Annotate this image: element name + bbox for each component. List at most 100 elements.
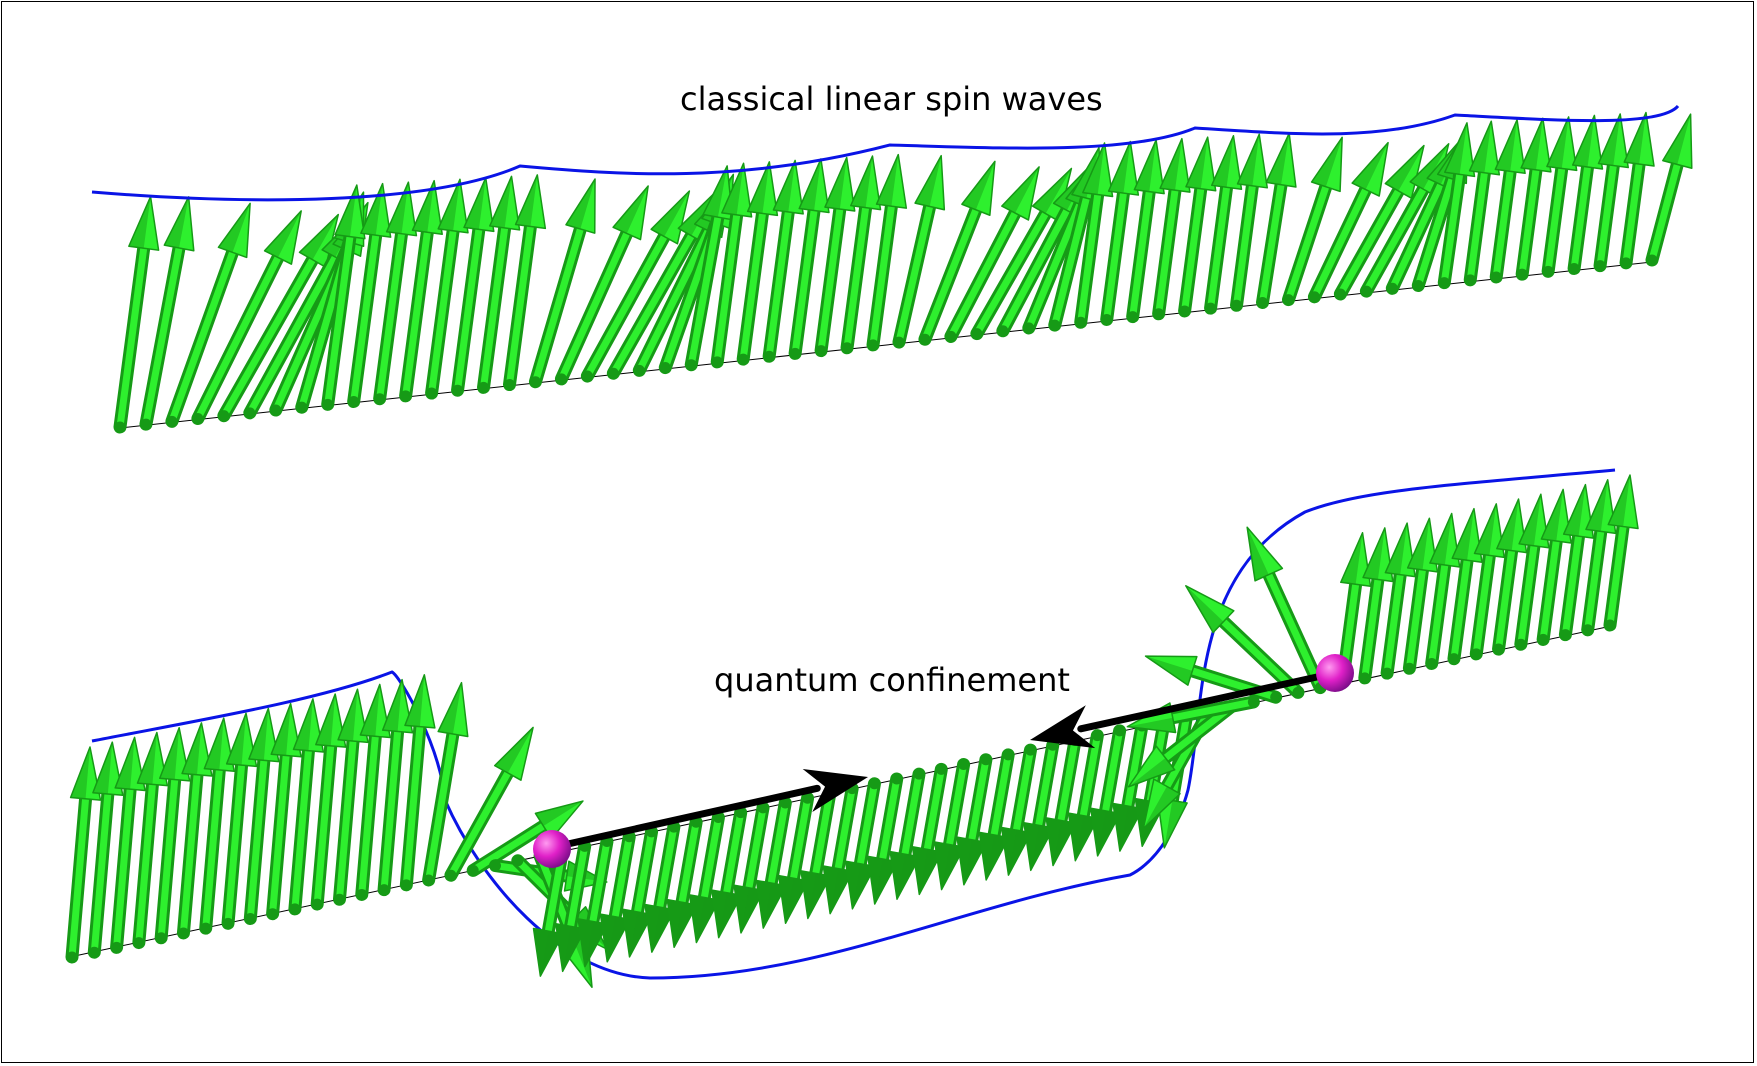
spin-arrow-icon: [87, 741, 124, 959]
bottom-panel-title: quantum confinement: [714, 661, 1070, 699]
spin-arrow-icon: [1447, 507, 1483, 666]
spin-arrow-icon: [1307, 141, 1389, 304]
spin-arrow-icon: [800, 786, 837, 920]
spin-arrow-icon: [217, 213, 340, 423]
spin-arrow-icon: [373, 181, 418, 406]
spin-arrow-icon: [911, 762, 948, 896]
spin-arrow-icon: [1246, 526, 1327, 695]
spin-arrow-icon: [1541, 116, 1578, 278]
spin-arrow-icon: [1489, 119, 1526, 284]
bottom-envelope-curve: [91, 468, 1616, 980]
spin-arrow-icon: [1090, 724, 1127, 857]
spin-arrow-icon: [554, 185, 649, 386]
spin-arrow-icon: [110, 736, 146, 954]
top-panel-title: classical linear spin waves: [680, 80, 1103, 118]
spin-arrow-icon: [221, 712, 258, 930]
spin-arrow-icon: [867, 772, 904, 905]
spin-arrow-icon: [1492, 498, 1528, 656]
spin-arrow-icon: [577, 835, 614, 968]
spin-arrow-icon: [1536, 488, 1572, 646]
spin-arrow-icon: [1619, 111, 1655, 270]
spin-arrow-icon: [1514, 493, 1550, 651]
spin-arrow-icon: [154, 727, 191, 945]
spin-arrow-icon: [1256, 132, 1297, 309]
spin-arrow-icon: [684, 165, 734, 372]
spin-arrow-icon: [1281, 136, 1343, 307]
spin-arrow-icon: [1126, 139, 1165, 324]
spin-arrow-icon: [711, 806, 748, 939]
spin-arrow-icon: [1023, 738, 1060, 872]
spin-arrow-icon: [477, 175, 521, 394]
spin-arrow-icon: [199, 717, 235, 935]
top-envelope: [91, 104, 1680, 202]
spin-arrow-icon: [1593, 113, 1629, 273]
spin-arrow-icon: [451, 177, 495, 397]
spin-arrow-icon: [555, 839, 592, 973]
spin-arrow-icon: [1581, 479, 1617, 637]
spin-arrow-icon: [139, 196, 195, 431]
spin-arrow-icon: [1469, 503, 1506, 661]
propagation-arrow-icon: [1030, 669, 1339, 749]
spin-arrow-icon: [1358, 527, 1394, 685]
spin-arrow-icon: [1112, 719, 1149, 852]
spin-arrow-icon: [399, 179, 443, 403]
spin-arrow-icon: [1380, 522, 1416, 680]
spin-arrow-icon: [1067, 729, 1104, 862]
spin-arrow-icon: [956, 753, 993, 886]
spin-arrow-icon: [176, 722, 213, 940]
spin-arrow-icon: [191, 210, 302, 426]
spin-arrow-icon: [1558, 483, 1595, 642]
spin-arrow-icon: [132, 731, 169, 950]
bottom-spin-arrows: [65, 474, 1639, 988]
spin-arrow-icon: [866, 153, 908, 352]
spin-arrow-icon: [1425, 512, 1461, 670]
spin-arrow-icon: [288, 698, 325, 916]
spin-arrow-icon: [266, 702, 302, 921]
propagation-arrow-icon: [546, 769, 868, 852]
spin-arrow-icon: [1463, 120, 1501, 287]
spin-arrow-icon: [1333, 144, 1425, 301]
spin-arrow-icon: [502, 174, 547, 392]
spin-arrow-icon: [422, 681, 469, 887]
spin-arrow-icon: [822, 782, 859, 915]
spin-arrow-icon: [944, 166, 1040, 343]
spin-arrow-icon: [599, 830, 636, 963]
spin-arrow-icon: [736, 161, 779, 366]
spin-arrow-icon: [1074, 142, 1114, 329]
particle-sphere-icon: [533, 830, 571, 868]
spin-arrow-icon: [399, 674, 436, 892]
spin-arrow-icon: [165, 202, 251, 428]
spin-arrow-icon: [243, 707, 280, 926]
spin-arrow-icon: [1515, 117, 1552, 281]
top-spin-arrows: [113, 111, 1693, 434]
spin-arrow-icon: [332, 688, 369, 906]
spin-arrow-icon: [1100, 140, 1140, 326]
spin-arrow-icon: [1645, 113, 1693, 267]
spin-arrow-icon: [1045, 733, 1082, 867]
top-envelope-curve: [91, 104, 1680, 202]
spin-arrow-icon: [528, 178, 596, 389]
spin-arrow-icon: [580, 190, 691, 383]
spin-arrow-icon: [814, 156, 856, 358]
spin-arrow-icon: [762, 159, 804, 363]
spin-arrow-icon: [1152, 137, 1191, 321]
spin-arrow-icon: [1603, 474, 1639, 632]
spin-arrow-icon: [1144, 655, 1283, 704]
spin-arrow-icon: [840, 155, 882, 355]
spin-arrow-icon: [777, 791, 815, 924]
spin-arrow-icon: [425, 178, 469, 400]
spin-arrow-icon: [933, 758, 971, 891]
spin-arrow-icon: [377, 678, 414, 897]
bottom-envelope: [91, 468, 1616, 980]
spin-arrow-icon: [1178, 136, 1217, 318]
spin-arrow-icon: [1437, 122, 1476, 290]
particle-sphere-icon: [1316, 654, 1354, 692]
spin-arrow-icon: [892, 154, 946, 349]
spin-arrow-icon: [978, 748, 1015, 881]
spin-arrow-icon: [1402, 517, 1439, 675]
spin-arrow-icon: [1567, 114, 1604, 275]
spin-arrow-icon: [889, 767, 926, 900]
spin-arrow-icon: [1359, 143, 1450, 298]
